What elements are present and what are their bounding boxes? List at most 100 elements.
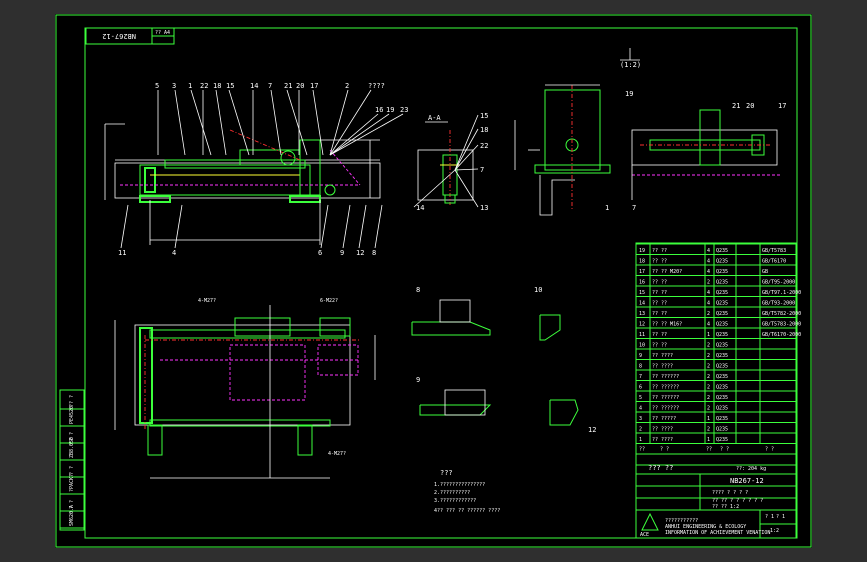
- bom-no: 8: [639, 364, 642, 370]
- company-en: ANHUI ENGINEERING & ECOLOGY: [665, 524, 746, 530]
- bom-qty: 1: [707, 437, 710, 443]
- bom-material: Q235: [716, 301, 728, 307]
- leader-line: [174, 89, 186, 156]
- bom-name: ?? ?? M16?: [652, 322, 682, 328]
- bom-standard: GB/T5782-2000: [762, 311, 801, 317]
- notes-line-2: 2.??????????: [434, 490, 470, 496]
- bom-qty: 1: [707, 332, 710, 338]
- bom-material: Q235: [716, 248, 728, 254]
- notes-line-1: 1.???????????????: [434, 482, 485, 488]
- company-en-2: INFORMATION OF ACHIEVEMENT VENATION: [665, 530, 770, 536]
- scale-note: (1:2): [620, 61, 641, 69]
- leader-line: [329, 113, 404, 156]
- leader-line: [174, 204, 183, 249]
- callout-top-0: 5: [155, 82, 159, 90]
- bom-standard: GB/T6170-2000: [762, 332, 801, 338]
- bom-standard: GB/T5783: [762, 248, 786, 254]
- svg-text:ACE: ACE: [640, 532, 649, 538]
- bom-qty: 2: [707, 364, 710, 370]
- callout-top-14: 19: [386, 106, 394, 114]
- callout-top-7: 7: [268, 82, 272, 90]
- callout-section-1: 18: [480, 126, 488, 134]
- bom-qty: 2: [707, 280, 710, 286]
- callout-plan-0: 4-M27?: [198, 298, 216, 304]
- bom-qty: 4: [707, 301, 710, 307]
- inner-frame: [84, 27, 798, 539]
- bom-no: 19: [639, 248, 645, 254]
- left-strip-code: ? ?: [69, 466, 75, 475]
- leader-line: [454, 169, 479, 208]
- bom-name: ?? ??: [652, 332, 667, 338]
- corner-code: NB267-12: [102, 32, 136, 40]
- bom-qty: 4: [707, 259, 710, 265]
- leader-line: [358, 204, 367, 249]
- title-block: ??? ?? ??: 204 kg NB267-12 ???? ? ? ? ? …: [635, 453, 797, 539]
- detail-side-view: (1:2): [514, 48, 641, 216]
- sheet-index: ? 1: [776, 514, 785, 520]
- drawing-number: NB267-12: [730, 477, 764, 485]
- callout-detail-2: 7: [632, 204, 636, 212]
- bom-no: 9: [639, 353, 642, 359]
- bom-no: 5: [639, 395, 642, 401]
- bom-name: ?? ????: [652, 427, 673, 433]
- leader-line: [329, 113, 379, 156]
- bom-name: ?? ??: [652, 248, 667, 254]
- detail-label-1: 10: [534, 286, 542, 294]
- section-label: A-A: [428, 114, 441, 122]
- callout-top-5: 15: [226, 82, 234, 90]
- bom-name: ?? ??????: [652, 374, 679, 380]
- tb-row-2: ?? ?? ? ? ? ? ? ?: [712, 498, 763, 504]
- leader-line: [454, 128, 479, 171]
- bom-name: ?? ????: [652, 364, 673, 370]
- bom-qty: 2: [707, 406, 710, 412]
- corner-small: ?? A4: [155, 30, 170, 36]
- leader-line: [329, 89, 349, 156]
- bom-qty: 2: [707, 353, 710, 359]
- bom-qty: 4: [707, 269, 710, 275]
- detail-label-2: 9: [416, 376, 420, 384]
- callout-bottom-5: 8: [372, 249, 376, 257]
- bom-name: ?? ??: [652, 280, 667, 286]
- weight-label: ??? ??: [648, 464, 673, 472]
- paper: [55, 14, 812, 548]
- bom-standard: GB/T5783-2000: [762, 322, 801, 328]
- plan-view: [114, 305, 376, 479]
- bom-material: Q235: [716, 259, 728, 265]
- bom-no: 15: [639, 290, 645, 296]
- bom-standard: GB/T93-2000: [762, 301, 795, 307]
- bom-no: 16: [639, 280, 645, 286]
- bom-no: 2: [639, 427, 642, 433]
- callout-detail-1: 1: [605, 204, 609, 212]
- bom-name: ?? ??????: [652, 395, 679, 401]
- leader-line: [286, 89, 308, 156]
- bom-no: 10: [639, 343, 645, 349]
- callout-section-0: 15: [480, 112, 488, 120]
- plan-callouts: 4-M27?6-M22?4-M27?: [198, 298, 346, 457]
- bom-material: Q235: [716, 353, 728, 359]
- leader-line: [374, 204, 383, 249]
- callout-top-2: 1: [188, 82, 192, 90]
- bom-header-name: ? ?: [660, 447, 669, 453]
- bom-name: ?? ????: [652, 353, 673, 359]
- left-strip-code: ? ?: [69, 500, 75, 509]
- bom-qty: 2: [707, 395, 710, 401]
- bom-material: Q235: [716, 311, 728, 317]
- bom-material: Q235: [716, 427, 728, 433]
- bom-material: Q235: [716, 416, 728, 422]
- bom-name: ?? ?????: [652, 416, 676, 422]
- left-strip-code: ? ?: [69, 432, 75, 441]
- bom-header-standard: ? ?: [765, 447, 774, 453]
- bom-material: Q235: [716, 437, 728, 443]
- callout-top-4: 18: [213, 82, 221, 90]
- callout-detail-4: 20: [746, 102, 754, 110]
- part-details: [411, 299, 579, 426]
- bom-no: 11: [639, 332, 645, 338]
- bom-name: ?? ??: [652, 290, 667, 296]
- tb-row-1: ???? ? ? ? ?: [712, 490, 748, 496]
- bom-name: ?? ??: [652, 259, 667, 265]
- bom-no: 18: [639, 259, 645, 265]
